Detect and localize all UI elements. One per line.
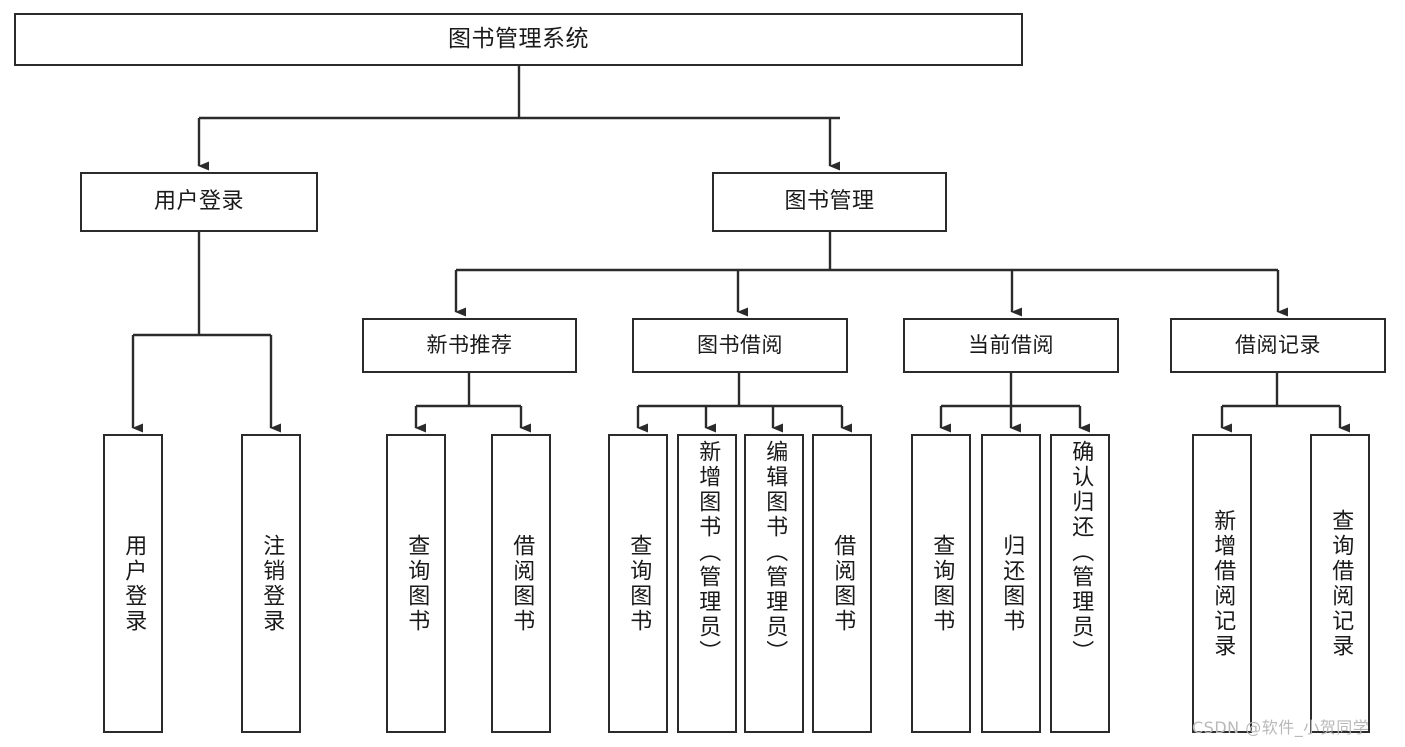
node-label: 借阅记录: [1235, 333, 1321, 358]
leaf-borrow-record-query-record[interactable]: 查询借阅记录: [1310, 434, 1370, 733]
node-label: 新增借阅记录: [1210, 508, 1236, 659]
leaf-user-login-login[interactable]: 用户登录: [103, 434, 163, 733]
node-label: 注销登录: [259, 533, 285, 634]
node-label: 借阅图书: [830, 533, 856, 634]
node-label: 新增图书（管理员）: [695, 440, 721, 665]
node-label: 确认归还（管理员）: [1068, 440, 1094, 665]
leaf-book-borrow-add-book-admin[interactable]: 新增图书（管理员）: [677, 434, 737, 733]
node-label: 查询图书: [929, 533, 955, 634]
node-book-borrow[interactable]: 图书借阅: [632, 318, 848, 373]
node-label: 用户登录: [153, 189, 244, 215]
node-label: 当前借阅: [968, 333, 1054, 358]
node-label: 编辑图书（管理员）: [762, 440, 788, 665]
node-label: 图书管理系统: [448, 26, 589, 53]
leaf-book-borrow-query-book[interactable]: 查询图书: [608, 434, 668, 733]
leaf-borrow-record-add-record[interactable]: 新增借阅记录: [1192, 434, 1252, 733]
leaf-current-borrow-return-book[interactable]: 归还图书: [981, 434, 1041, 733]
node-user-login[interactable]: 用户登录: [80, 172, 318, 232]
leaf-current-borrow-query-book[interactable]: 查询图书: [911, 434, 971, 733]
node-label: 图书管理: [784, 189, 875, 215]
leaf-user-login-logout[interactable]: 注销登录: [241, 434, 301, 733]
leaf-new-book-borrow-book[interactable]: 借阅图书: [491, 434, 551, 733]
leaf-new-book-query-book[interactable]: 查询图书: [386, 434, 446, 733]
node-label: 借阅图书: [509, 533, 535, 634]
node-root-book-management-system[interactable]: 图书管理系统: [14, 13, 1023, 66]
node-new-book-recommend[interactable]: 新书推荐: [362, 318, 577, 373]
node-label: 归还图书: [999, 533, 1025, 634]
node-book-management[interactable]: 图书管理: [712, 172, 947, 232]
node-borrow-record[interactable]: 借阅记录: [1170, 318, 1386, 373]
node-label: 图书借阅: [697, 333, 783, 358]
leaf-book-borrow-borrow-book[interactable]: 借阅图书: [812, 434, 872, 733]
node-label: 查询图书: [626, 533, 652, 634]
node-current-borrow[interactable]: 当前借阅: [903, 318, 1119, 373]
leaf-current-borrow-confirm-return-admin[interactable]: 确认归还（管理员）: [1050, 434, 1110, 733]
node-label: 查询图书: [404, 533, 430, 634]
node-label: 新书推荐: [426, 333, 513, 358]
node-label: 用户登录: [121, 533, 147, 634]
leaf-book-borrow-edit-book-admin[interactable]: 编辑图书（管理员）: [744, 434, 804, 733]
node-label: 查询借阅记录: [1328, 508, 1354, 659]
